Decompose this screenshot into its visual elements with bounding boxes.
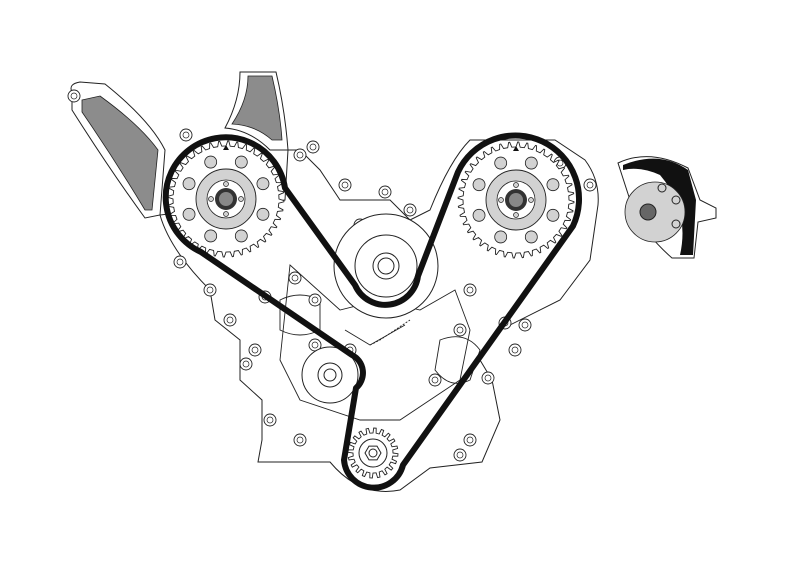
bolt-center: [291, 274, 299, 282]
idler-pulley: [301, 346, 359, 404]
lightening-hole: [546, 208, 560, 222]
hub-bolt: [208, 196, 214, 202]
lightening-hole: [256, 177, 270, 191]
right-cam-sprocket: [457, 141, 575, 259]
lightening-hole: [472, 178, 486, 192]
bolt-center: [484, 374, 492, 382]
hub-bolt: [238, 196, 244, 202]
lightening-hole: [524, 230, 538, 244]
camshaft-bolt-head: [219, 192, 233, 206]
hub-bolt: [513, 212, 519, 218]
bolt-center: [309, 143, 317, 151]
bolt-center: [311, 296, 319, 304]
timing-mark-icon: [513, 146, 519, 151]
bolt-center: [466, 286, 474, 294]
hub-bolt: [223, 211, 229, 217]
bolt-center: [242, 360, 250, 368]
bolt-center: [341, 181, 349, 189]
crank-sprocket: [347, 427, 399, 479]
bolt-center: [251, 346, 259, 354]
bolts: [67, 89, 597, 462]
lightening-hole: [204, 155, 218, 169]
timing-mark-icon: [223, 145, 229, 150]
bolt-center: [381, 188, 389, 196]
crank-bolt-center: [368, 448, 378, 458]
lightening-hole: [204, 229, 218, 243]
left-cam-sprocket: [167, 140, 285, 258]
hub-bolt: [498, 197, 504, 203]
bolt-center: [296, 436, 304, 444]
lightening-hole: [182, 177, 196, 191]
bolt-center: [226, 316, 234, 324]
bolt-center: [466, 436, 474, 444]
bolt-center: [406, 206, 414, 214]
bolt-center: [206, 286, 214, 294]
bolt-center: [521, 321, 529, 329]
detached-sprocket-view: [617, 156, 717, 259]
sprockets: [167, 140, 575, 479]
lightening-hole: [234, 155, 248, 169]
lightening-hole: [256, 207, 270, 221]
hub-bolt: [513, 182, 519, 188]
lightening-hole: [546, 178, 560, 192]
hub-bolt: [223, 181, 229, 187]
bolt-center: [431, 376, 439, 384]
lightening-hole: [234, 229, 248, 243]
left-upper-cover: [70, 71, 289, 219]
bolt-center: [311, 341, 319, 349]
timing-belt: [162, 132, 582, 491]
hub-bolt: [528, 197, 534, 203]
bolt-center: [182, 131, 190, 139]
bolt-center: [296, 151, 304, 159]
lightening-hole: [182, 207, 196, 221]
bolt-center: [266, 416, 274, 424]
bolt-center: [176, 258, 184, 266]
bolt-center: [456, 326, 464, 334]
lightening-hole: [472, 208, 486, 222]
camshaft-bolt-head: [509, 193, 523, 207]
bolt-center: [456, 451, 464, 459]
bolt-center: [586, 181, 594, 189]
lightening-hole: [494, 230, 508, 244]
lightening-hole: [494, 156, 508, 170]
bolt-center: [70, 92, 78, 100]
bolt-center: [511, 346, 519, 354]
lightening-hole: [524, 156, 538, 170]
